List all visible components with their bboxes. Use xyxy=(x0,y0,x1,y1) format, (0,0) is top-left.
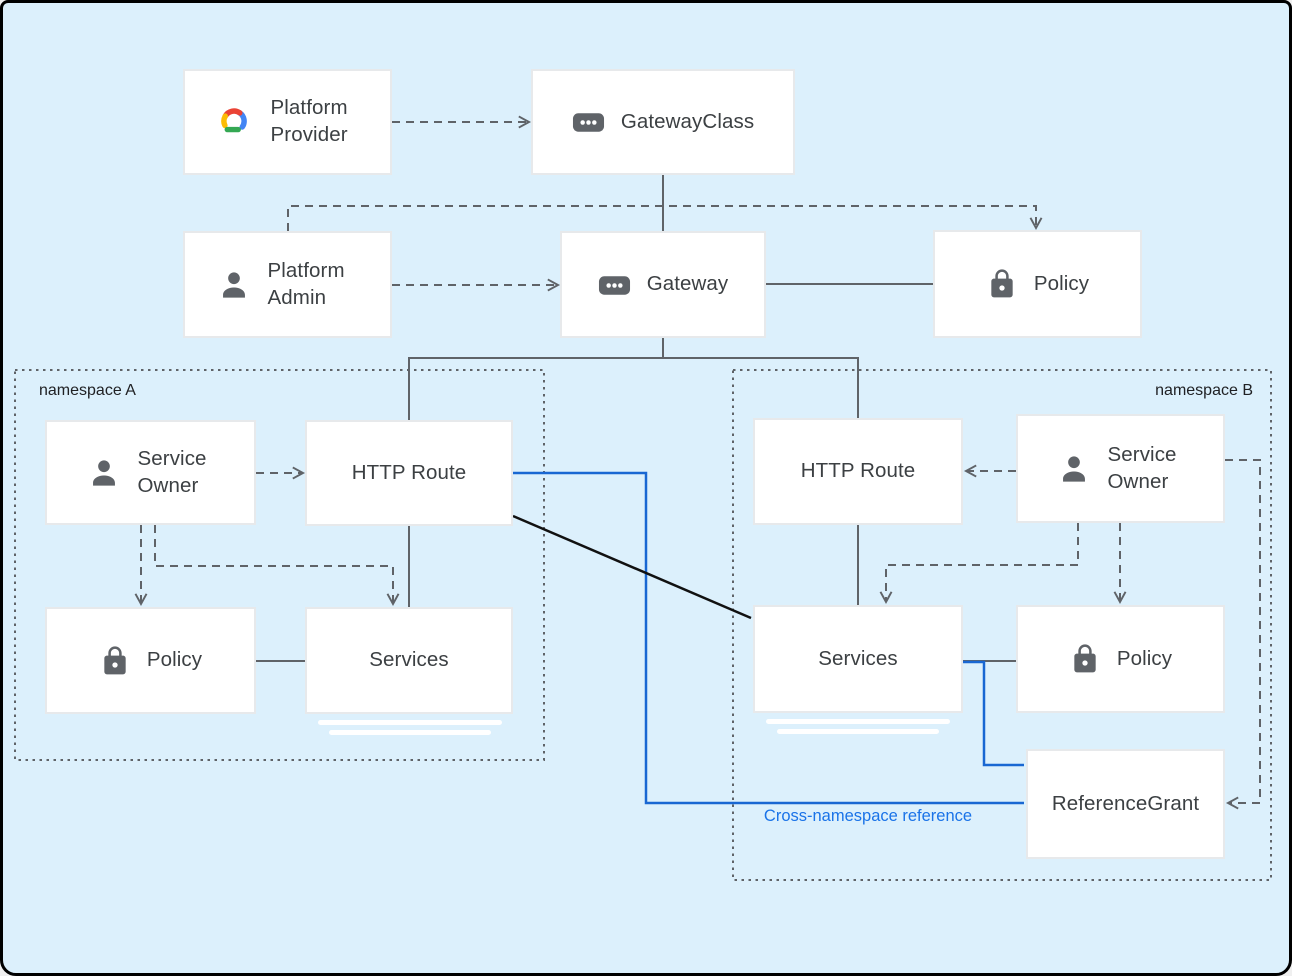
node-label: Gateway xyxy=(646,272,729,296)
services-b-stack-line-1 xyxy=(766,719,950,724)
connector-httproute-a-to-services-b-black xyxy=(512,514,752,620)
connector-owner-b-to-services-b xyxy=(879,523,1079,605)
lock-icon xyxy=(986,268,1018,300)
node-policy-b: Policy xyxy=(1016,605,1225,713)
cross-namespace-reference-label: Cross-namespace reference xyxy=(763,807,973,825)
node-platform-provider: Platform Provider xyxy=(183,69,392,175)
services-b-stack-line-2 xyxy=(777,729,939,734)
node-label: HTTP Route xyxy=(351,460,467,484)
services-a-stack-line-2 xyxy=(329,730,491,735)
connector-owner-a-to-services-a xyxy=(154,525,400,607)
connector-layer xyxy=(14,115,1272,881)
node-label: HTTP Route xyxy=(800,459,916,483)
node-gatewayclass: GatewayClass xyxy=(531,69,795,175)
node-label: GatewayClass xyxy=(620,109,755,133)
namespace-b-label: namespace B xyxy=(1155,382,1253,399)
namespace-a-label: namespace A xyxy=(39,382,136,399)
person-icon xyxy=(86,455,122,491)
lock-icon xyxy=(1069,643,1101,675)
node-label: Platform Admin xyxy=(267,258,345,309)
node-label: Services xyxy=(369,648,449,672)
node-label: Services xyxy=(818,646,898,670)
node-service-owner-b: Service Owner xyxy=(1016,414,1225,523)
lock-icon xyxy=(99,645,131,677)
node-label: ReferenceGrant xyxy=(1051,791,1200,815)
connector-owner-b-to-referencegrant xyxy=(1225,459,1261,810)
google-cloud-icon xyxy=(213,105,255,139)
node-gateway: Gateway xyxy=(560,231,766,338)
node-services-a: Services xyxy=(305,607,513,714)
node-label: Service Owner xyxy=(1107,442,1177,493)
namespace-b-border xyxy=(732,369,1272,881)
services-a-stack-line-1 xyxy=(318,720,502,725)
node-label: Policy xyxy=(1033,271,1090,295)
namespace-a-border xyxy=(14,369,545,761)
node-services-b: Services xyxy=(753,605,963,713)
node-platform-admin: Platform Admin xyxy=(183,231,392,338)
node-label: Policy xyxy=(1116,646,1173,670)
node-policy-a: Policy xyxy=(45,607,256,714)
connector-cross-namespace-blue xyxy=(513,471,1024,805)
node-http-route-a: HTTP Route xyxy=(305,420,513,526)
connector-admin-to-policy xyxy=(287,205,1043,231)
node-label: Service Owner xyxy=(137,446,207,497)
node-http-route-b: HTTP Route xyxy=(753,418,963,525)
node-label: Platform Provider xyxy=(270,96,348,146)
node-referencegrant: ReferenceGrant xyxy=(1026,749,1225,859)
person-icon xyxy=(1056,451,1092,487)
node-policy-top: Policy xyxy=(933,230,1142,338)
resource-chip-icon xyxy=(598,273,631,297)
node-service-owner-a: Service Owner xyxy=(45,420,256,525)
connector-services-b-to-referencegrant-blue xyxy=(963,660,1024,767)
node-label: Policy xyxy=(146,648,203,672)
resource-chip-icon xyxy=(572,110,605,134)
person-icon xyxy=(216,267,252,303)
